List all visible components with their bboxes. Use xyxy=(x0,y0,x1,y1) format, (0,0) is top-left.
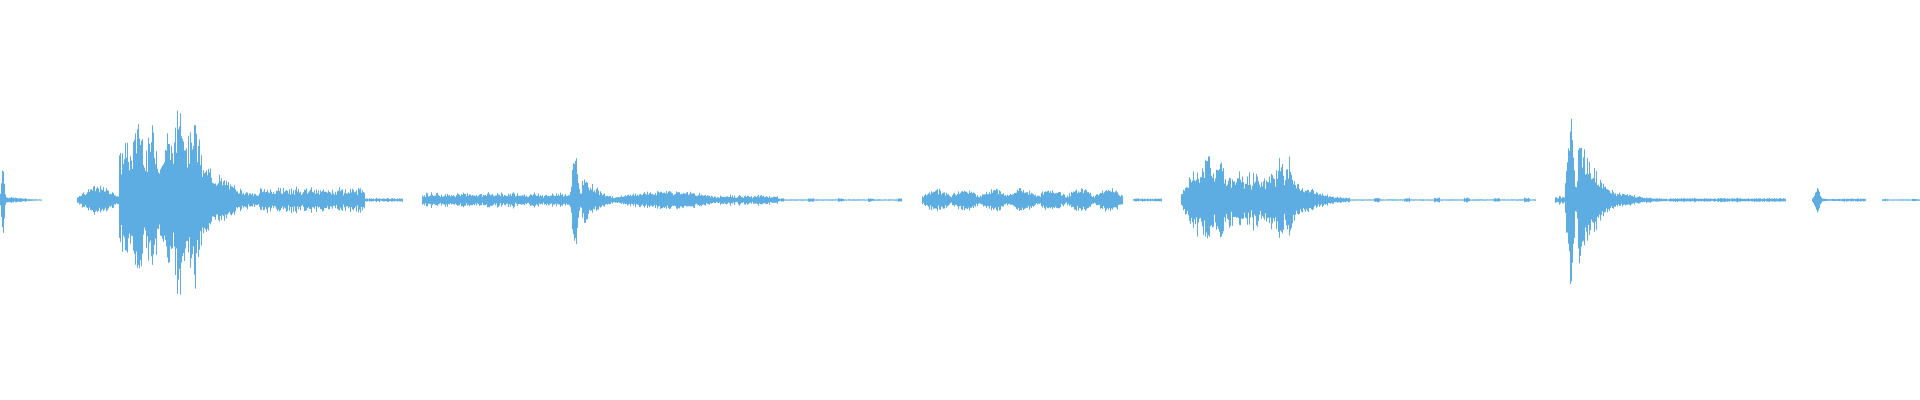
waveform-segment xyxy=(614,190,720,209)
waveform-segment xyxy=(1578,147,1613,264)
waveform-segment xyxy=(1296,183,1344,215)
waveform-segment xyxy=(570,158,582,245)
waveform-segment xyxy=(119,124,163,269)
waveform-segment xyxy=(1267,156,1296,238)
waveform-segment xyxy=(163,110,202,295)
waveform-segment xyxy=(922,188,1123,212)
waveform-segment xyxy=(582,179,614,223)
waveform-segment xyxy=(720,194,778,206)
waveform-segment xyxy=(1824,198,1866,202)
waveform-segment xyxy=(365,197,403,203)
waveform-segment xyxy=(1812,188,1824,213)
waveform-segment xyxy=(422,192,570,209)
waveform-segment xyxy=(1565,118,1578,285)
waveform-segment xyxy=(1555,196,1565,205)
waveform-segment xyxy=(202,168,259,234)
waveform-segment xyxy=(1344,197,1536,203)
waveform-segment xyxy=(1670,197,1786,203)
waveform-segment xyxy=(259,186,365,214)
waveform-segment xyxy=(778,198,902,202)
waveform-segment xyxy=(1882,198,1920,202)
waveform-segment xyxy=(0,170,6,233)
waveform-segment xyxy=(1229,171,1267,231)
waveform-segment xyxy=(6,197,42,203)
waveform-segment xyxy=(77,185,119,215)
waveform-segment xyxy=(1613,192,1670,209)
waveform-segment xyxy=(1190,156,1229,239)
waveform-segment xyxy=(1133,198,1162,202)
